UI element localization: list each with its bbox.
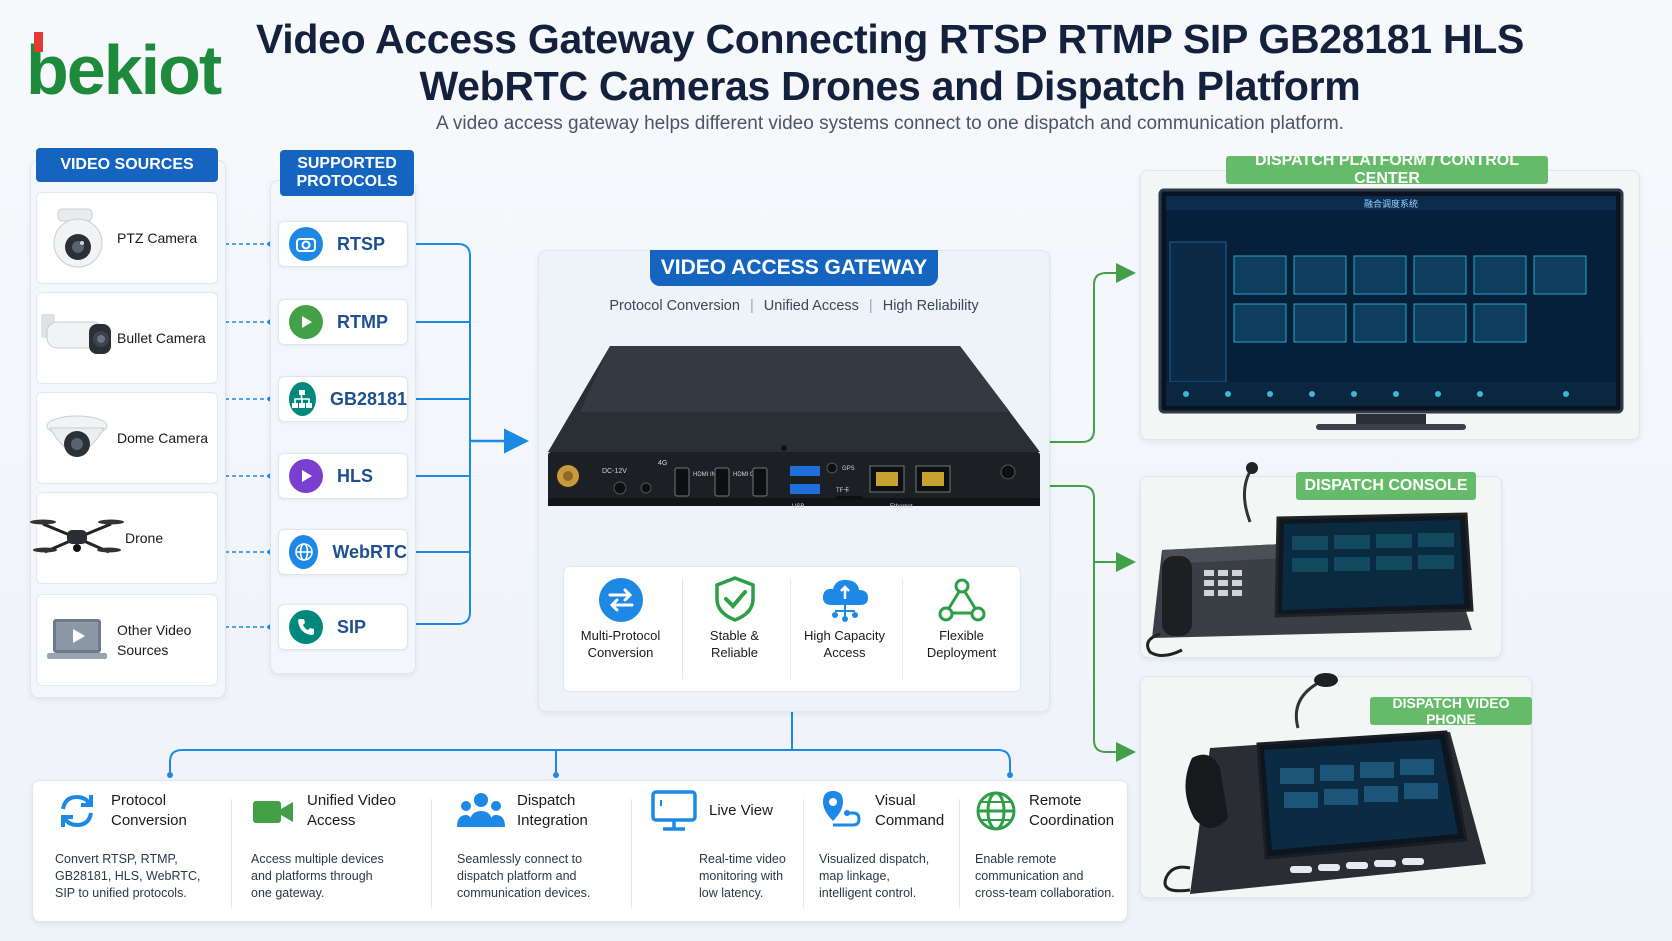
gateway-heading: VIDEO ACCESS GATEWAY — [650, 250, 938, 286]
svg-text:Ethernet: Ethernet — [890, 504, 913, 510]
source-label: Other Video Sources — [117, 622, 192, 658]
protocol-rtsp[interactable]: RTSP — [278, 221, 408, 267]
dispatch-video-phone-device — [1163, 673, 1486, 894]
video-sources-heading: VIDEO SOURCES — [36, 148, 218, 182]
phone-icon — [289, 610, 323, 644]
monitor-icon — [651, 790, 697, 831]
svg-text:TF卡: TF卡 — [836, 486, 849, 494]
svg-text:bekiot: bekiot — [26, 31, 222, 108]
video-camera-icon — [253, 801, 293, 823]
svg-text:GPS: GPS — [842, 466, 855, 472]
play-icon — [289, 459, 323, 493]
dispatch-platform-label: DISPATCH PLATFORM / CONTROL CENTER — [1226, 152, 1548, 187]
source-label: Drone — [125, 530, 164, 546]
map-pin-icon — [823, 791, 861, 827]
protocol-rtmp[interactable]: RTMP — [278, 299, 408, 345]
page-title: Video Access Gateway Connecting RTSP RTM… — [255, 16, 1524, 109]
svg-text:HDMI IN: HDMI IN — [693, 472, 716, 478]
globe-icon — [289, 535, 319, 569]
protocol-label: RTSP — [337, 233, 386, 254]
source-bullet-camera[interactable]: Bullet Camera — [36, 292, 218, 384]
protocol-webrtc[interactable]: WebRTC — [278, 529, 408, 575]
dispatch-console-label: DISPATCH CONSOLE — [1296, 472, 1476, 500]
svg-text:HDMI OUT: HDMI OUT — [733, 472, 763, 478]
shield-check-icon — [682, 567, 787, 627]
laptop-video-icon — [37, 600, 117, 680]
gateway-tagline: Protocol Conversion | Unified Access | H… — [609, 298, 979, 314]
nodes-icon — [909, 567, 1014, 627]
control-center-monitor: 融合调度系统 — [1158, 188, 1624, 430]
source-label: Bullet Camera — [117, 330, 206, 346]
play-icon — [289, 305, 323, 339]
svg-text:USB: USB — [792, 504, 804, 510]
svg-text:融合调度系统: 融合调度系统 — [1364, 198, 1418, 210]
protocol-sip[interactable]: SIP — [278, 604, 408, 650]
camera-lens-icon — [289, 227, 323, 261]
refresh-arrows-icon — [61, 794, 93, 828]
source-drone[interactable]: Drone — [30, 492, 218, 584]
bullet-camera-icon — [37, 298, 117, 378]
dispatch-phone-label: DISPATCH VIDEO PHONE — [1370, 695, 1532, 727]
swap-arrows-icon — [568, 567, 673, 627]
source-label: Dome Camera — [117, 430, 209, 446]
feature-stable-reliable: Stable &Reliable — [682, 567, 787, 693]
globe-icon — [976, 791, 1016, 831]
protocol-label: HLS — [337, 465, 373, 486]
protocol-gb28181[interactable]: GB28181 — [278, 376, 408, 422]
dome-camera-icon — [37, 398, 117, 478]
svg-text:DC-12V: DC-12V — [602, 468, 627, 475]
svg-text:4G: 4G — [658, 460, 667, 467]
source-ptz-camera[interactable]: PTZ Camera — [36, 192, 218, 284]
drone-icon — [29, 498, 125, 578]
cloud-network-icon — [792, 567, 897, 627]
source-dome-camera[interactable]: Dome Camera — [36, 392, 218, 484]
protocol-label: SIP — [337, 616, 367, 637]
bekiot-logo: bekiot — [26, 31, 224, 108]
gateway-device: DC-12V 4G HDMI IN HDMI OUT USB GPS TF卡 E… — [548, 346, 1040, 510]
ptz-camera-icon — [37, 198, 117, 278]
network-tree-icon — [289, 382, 316, 416]
protocol-hls[interactable]: HLS — [278, 453, 408, 499]
source-label: PTZ Camera — [117, 230, 198, 246]
protocol-label: WebRTC — [332, 541, 407, 562]
dispatch-console-device — [1146, 462, 1474, 657]
team-icon — [457, 793, 505, 827]
source-other-video[interactable]: Other Video Sources — [36, 594, 218, 686]
protocol-label: RTMP — [337, 311, 388, 332]
protocol-label: GB28181 — [329, 388, 407, 409]
page-subtitle: A video access gateway helps different v… — [436, 113, 1344, 134]
